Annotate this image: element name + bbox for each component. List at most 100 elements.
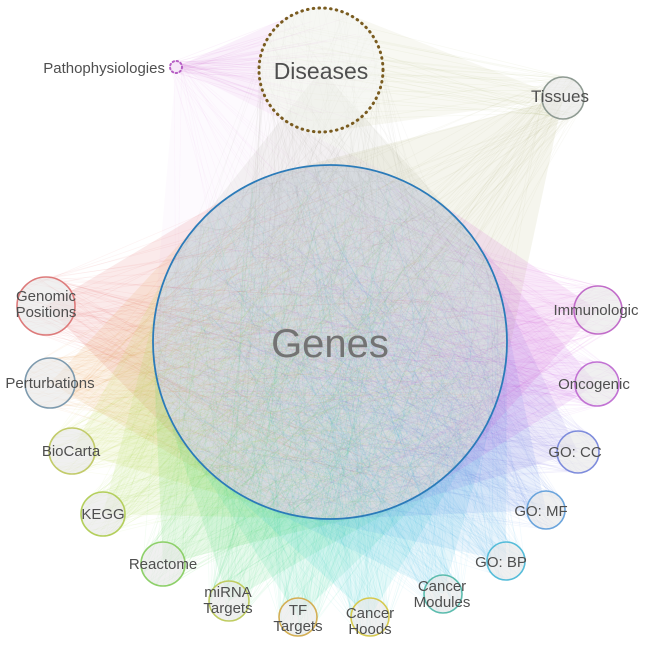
edge-line (73, 315, 265, 332)
edge-line (349, 77, 557, 108)
node-go_cc[interactable] (556, 430, 600, 474)
edge-line (382, 332, 592, 486)
gene-gene-edge (277, 395, 499, 512)
gene-gene-edge (299, 365, 506, 517)
node-oncogenic[interactable] (574, 361, 620, 407)
edge-line (362, 431, 463, 594)
gene-gene-edge (181, 247, 480, 439)
node-immunologic[interactable] (573, 285, 623, 335)
edge-line (238, 255, 591, 288)
edge-line (375, 185, 576, 318)
edge-line (304, 256, 405, 600)
node-cancer_hoods[interactable] (350, 597, 390, 637)
edge-line (460, 411, 491, 588)
edge-line (227, 464, 296, 582)
edge-line (120, 356, 451, 527)
edge-line (103, 435, 443, 493)
node-go_bp[interactable] (486, 541, 526, 581)
edge-line (298, 194, 392, 637)
edge-line (271, 458, 525, 558)
edge-line (65, 355, 398, 474)
edge-line (270, 305, 614, 399)
edge-line (51, 247, 374, 441)
edge-line (106, 219, 220, 493)
node-go_mf[interactable] (526, 490, 566, 530)
edge-line (238, 415, 273, 584)
node-genes[interactable] (152, 164, 508, 520)
node-perturbations[interactable] (24, 357, 76, 409)
node-tissues[interactable] (541, 76, 585, 120)
edge-line (25, 256, 356, 328)
edge-line (339, 81, 576, 456)
gene-gene-edge (377, 171, 467, 455)
node-genomic_positions[interactable] (16, 276, 76, 336)
edge-line (377, 471, 571, 478)
edge-line (194, 444, 598, 452)
edge-line (205, 331, 589, 398)
edge-line (184, 273, 358, 570)
edge-line (261, 348, 599, 363)
edge-line (65, 326, 283, 437)
edge-line (91, 240, 298, 440)
edge-line (207, 393, 246, 590)
edge-line (351, 84, 382, 364)
gene-gene-edge (153, 359, 263, 506)
edge-line (142, 422, 362, 573)
node-mirna_targets[interactable] (208, 580, 250, 622)
edge-line (316, 306, 410, 621)
edge-line (233, 292, 583, 401)
edge-line (30, 218, 427, 282)
edge-line (289, 307, 312, 635)
node-reactome[interactable] (140, 541, 186, 587)
edge-line (281, 255, 300, 637)
edge-line (434, 295, 459, 607)
edge-line (351, 92, 543, 121)
edge-line (243, 288, 288, 615)
node-pathophysiologies[interactable] (169, 60, 183, 74)
edge-line (181, 56, 268, 67)
edge-line (46, 276, 194, 290)
gene-gene-edge (231, 261, 488, 490)
edge-line (428, 239, 587, 290)
edge-line (182, 289, 586, 440)
edge-line (154, 428, 482, 585)
edge-line (180, 62, 442, 286)
edge-line (251, 342, 561, 464)
gene-gene-edge (162, 284, 500, 394)
gene-gene-edge (215, 268, 492, 478)
edge-line (314, 357, 608, 365)
edge-line (316, 185, 392, 618)
edge-line (297, 423, 554, 528)
gene-gene-edge (154, 309, 157, 367)
edge-line (248, 214, 525, 569)
edge-line (386, 76, 562, 408)
edge-line (380, 106, 545, 419)
node-diseases[interactable] (257, 6, 385, 134)
edge-line (324, 330, 610, 508)
node-cancer_modules[interactable] (423, 574, 463, 614)
edge-line (209, 187, 311, 606)
edge-line (218, 107, 582, 237)
edge-line (300, 202, 502, 543)
edge-line (74, 191, 332, 304)
node-tf_targets[interactable] (278, 597, 318, 637)
edge-line (437, 469, 462, 590)
edge-line (107, 211, 363, 536)
edge-line (382, 362, 593, 460)
gene-gene-edge (217, 179, 260, 206)
edge-line (331, 113, 549, 358)
edge-line (315, 287, 436, 612)
node-biocarta[interactable] (48, 427, 96, 475)
node-kegg[interactable] (80, 491, 126, 537)
edge-line (200, 366, 584, 399)
gene-gene-edge (167, 271, 507, 337)
edge-line (313, 249, 428, 608)
edge-line (344, 314, 622, 519)
edge-line (351, 415, 403, 622)
edge-line (142, 198, 305, 574)
label-kegg: KEGG (81, 506, 124, 523)
edge-line (250, 434, 280, 621)
edge-line (362, 169, 587, 332)
edge-line (181, 235, 352, 576)
